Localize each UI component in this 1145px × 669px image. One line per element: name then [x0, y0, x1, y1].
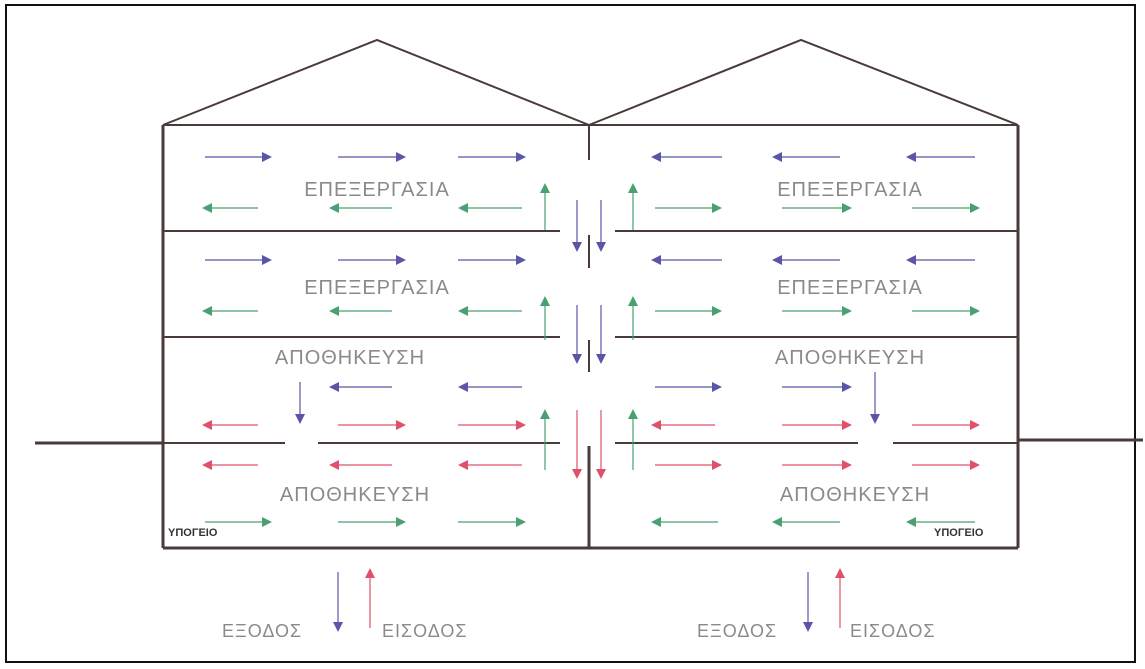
exit-label: ΕΞΟΔΟΣ	[222, 621, 303, 641]
room-label-storage: ΑΠΟΘΗΚΕΥΣΗ	[774, 347, 926, 369]
left-roof	[162, 38, 590, 126]
basement-label: ΥΠΟΓΕΙΟ	[934, 527, 984, 539]
room-label-processing: ΕΠΕΞΕΡΓΑΣΙΑ	[304, 179, 450, 201]
right-building-arrows	[651, 152, 980, 527]
entry-exit-arrows	[333, 568, 845, 632]
room-label-processing: ΕΠΕΞΕΡΓΑΣΙΑ	[304, 277, 450, 299]
central-shaft-arrows	[540, 183, 638, 479]
basement-label: ΥΠΟΓΕΙΟ	[168, 527, 218, 539]
exit-label: ΕΞΟΔΟΣ	[697, 621, 778, 641]
room-label-storage: ΑΠΟΘΗΚΕΥΣΗ	[279, 484, 431, 506]
room-label-storage: ΑΠΟΘΗΚΕΥΣΗ	[274, 347, 426, 369]
room-label-processing: ΕΠΕΞΕΡΓΑΣΙΑ	[777, 179, 923, 201]
diagram-frame	[5, 4, 1136, 663]
entry-label: ΕΙΣΟΔΟΣ	[382, 621, 468, 641]
room-label-storage: ΑΠΟΘΗΚΕΥΣΗ	[779, 484, 931, 506]
left-building-arrows	[202, 152, 526, 527]
right-roof	[588, 38, 1019, 126]
building-structure	[35, 38, 1143, 550]
room-label-processing: ΕΠΕΞΕΡΓΑΣΙΑ	[777, 277, 923, 299]
entry-label: ΕΙΣΟΔΟΣ	[850, 621, 936, 641]
